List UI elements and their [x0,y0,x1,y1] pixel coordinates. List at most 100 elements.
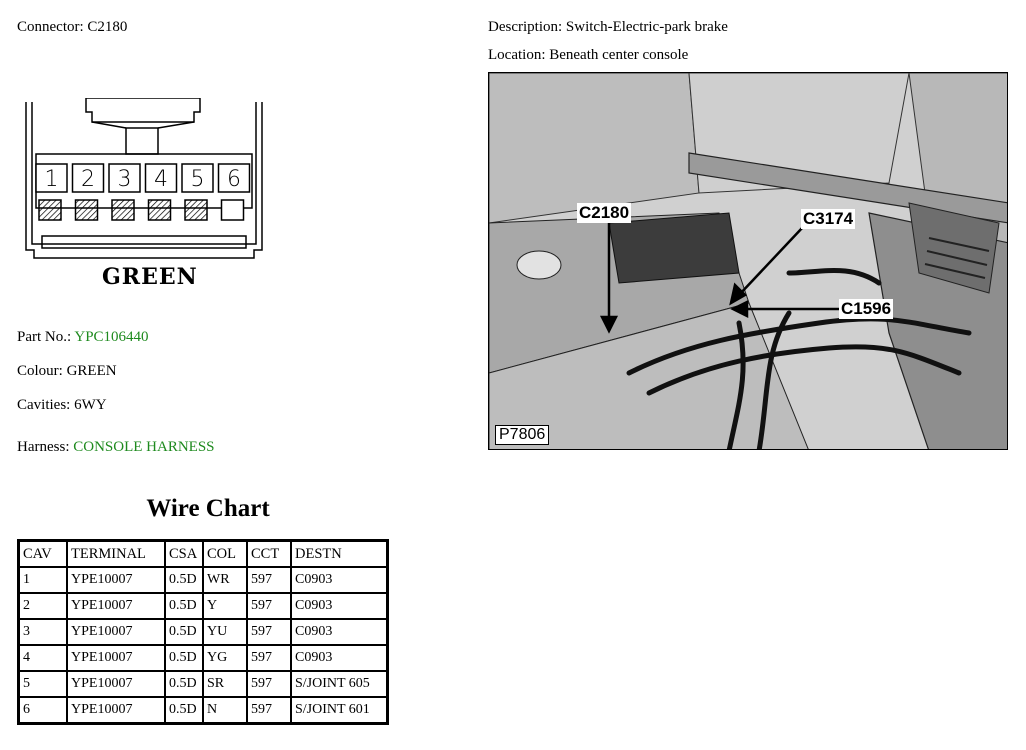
colour-line: Colour: GREEN [17,362,117,380]
cavity-number-box [217,163,251,193]
cell-cav: 6 [17,696,68,725]
callout-c2180: C2180 [577,203,632,223]
table-row: 5 YPE10007 0.5D SR 597 S/JOINT 605 [17,670,389,698]
cell-col: YU [202,618,248,646]
cell-col: N [202,696,248,725]
description-label: Description: [488,19,563,35]
callout-c3174: C3174 [801,209,856,229]
cavity-number: 1 [45,167,59,192]
part-no-link[interactable]: YPC106440 [74,329,149,345]
cell-terminal: YPE10007 [66,592,166,620]
cell-terminal: YPE10007 [66,566,166,594]
header-cav: CAV [17,539,68,568]
harness-label: Harness: [17,439,70,455]
description-value: Switch-Electric-park brake [565,19,728,35]
cavity-number: 3 [118,167,132,192]
photo-reference-label: P7806 [495,425,550,445]
header-destn: DESTN [290,539,389,568]
harness-link[interactable]: CONSOLE HARNESS [73,439,215,455]
location-photo: C2180 C3174 C1596 P7806 [488,72,1008,450]
cell-cct: 597 [246,696,292,725]
connector-line: Connector: C2180 [17,18,127,36]
description-line: Description: Switch-Electric-park brake [488,18,728,36]
cell-col: Y [202,592,248,620]
table-row: 3 YPE10007 0.5D YU 597 C0903 [17,618,389,646]
cell-cav: 3 [17,618,68,646]
cell-csa: 0.5D [164,618,204,646]
location-label: Location: [488,47,546,63]
table-row: 6 YPE10007 0.5D N 597 S/JOINT 601 [17,696,389,725]
cell-cav: 5 [17,670,68,698]
cell-csa: 0.5D [164,592,204,620]
cavity-number: 6 [227,167,241,192]
cavity-populated [147,199,172,221]
cavity-number: 4 [154,167,168,192]
cavity-populated [74,199,99,221]
cavity-populated [38,199,62,221]
cell-csa: 0.5D [164,644,204,672]
cavity-empty [220,199,245,221]
header-cct: CCT [246,539,292,568]
cell-cct: 597 [246,592,292,620]
cell-cav: 4 [17,644,68,672]
location-photo-drawing [489,73,1007,449]
cell-cav: 1 [17,566,68,594]
header-csa: CSA [164,539,204,568]
cell-col: WR [202,566,248,594]
colour-value: GREEN [66,363,117,379]
cell-col: SR [202,670,248,698]
header-terminal: TERMINAL [66,539,166,568]
cell-terminal: YPE10007 [66,670,166,698]
cavity-number: 2 [81,167,95,192]
cavity-number-box [144,163,178,193]
part-no-label: Part No.: [17,329,72,345]
cavity-squares [38,199,245,221]
cavity-number-box [181,163,214,193]
harness-line: Harness: CONSOLE HARNESS [17,438,215,456]
cell-csa: 0.5D [164,670,204,698]
cell-destn: C0903 [290,644,389,672]
cavity-number: 5 [191,167,205,192]
cavity-number-box [71,163,105,193]
colour-label: Colour: [17,363,63,379]
cavity-number-box [108,163,141,193]
cell-col: YG [202,644,248,672]
table-row: 2 YPE10007 0.5D Y 597 C0903 [17,592,389,620]
connector-value: C2180 [87,19,128,35]
part-no-line: Part No.: YPC106440 [17,328,149,346]
table-row: 4 YPE10007 0.5D YG 597 C0903 [17,644,389,672]
cavity-populated [111,199,135,221]
location-line: Location: Beneath center console [488,46,688,64]
wire-chart-title: Wire Chart [146,495,270,522]
header-col: COL [202,539,248,568]
cell-cct: 597 [246,566,292,594]
cell-cct: 597 [246,644,292,672]
cell-terminal: YPE10007 [66,644,166,672]
cell-destn: S/JOINT 601 [290,696,389,725]
cell-cav: 2 [17,592,68,620]
cavity-number-box [35,163,68,193]
cell-cct: 597 [246,670,292,698]
cavities-line: Cavities: 6WY [17,396,107,414]
cavities-label: Cavities: [17,397,71,413]
wire-table-header-row: CAV TERMINAL CSA COL CCT DESTN [17,539,389,568]
cell-cct: 597 [246,618,292,646]
wire-chart-table: CAV TERMINAL CSA COL CCT DESTN 1 YPE1000… [17,539,389,725]
cavities-value: 6WY [74,397,107,413]
cell-terminal: YPE10007 [66,696,166,725]
cell-destn: S/JOINT 605 [290,670,389,698]
cell-destn: C0903 [290,618,389,646]
connector-label: Connector: [17,19,84,35]
table-row: 1 YPE10007 0.5D WR 597 C0903 [17,566,389,594]
cell-csa: 0.5D [164,696,204,725]
cell-destn: C0903 [290,592,389,620]
connector-color-label: GREEN [102,264,198,290]
location-value: Beneath center console [549,47,689,63]
cell-terminal: YPE10007 [66,618,166,646]
cell-csa: 0.5D [164,566,204,594]
cavity-populated [184,199,208,221]
cell-destn: C0903 [290,566,389,594]
